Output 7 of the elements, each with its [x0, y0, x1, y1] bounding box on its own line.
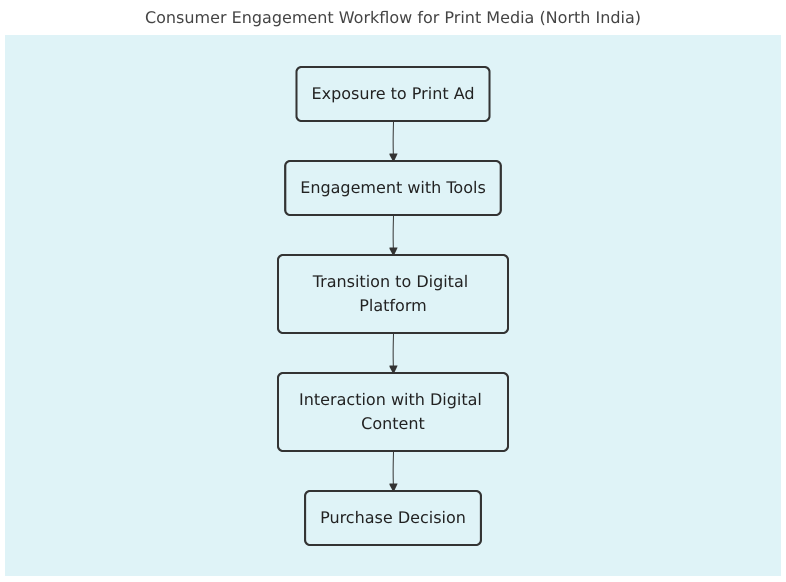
arrow	[388, 450, 398, 492]
arrow	[388, 120, 398, 162]
arrow	[388, 332, 398, 374]
node-text: Transition to Digital Platform	[312, 272, 468, 314]
arrow	[388, 214, 398, 256]
node-text: Interaction with Digital Content	[299, 390, 482, 432]
diagram-title: Consumer Engagement Workflow for Print Media (North India)	[144, 8, 642, 27]
